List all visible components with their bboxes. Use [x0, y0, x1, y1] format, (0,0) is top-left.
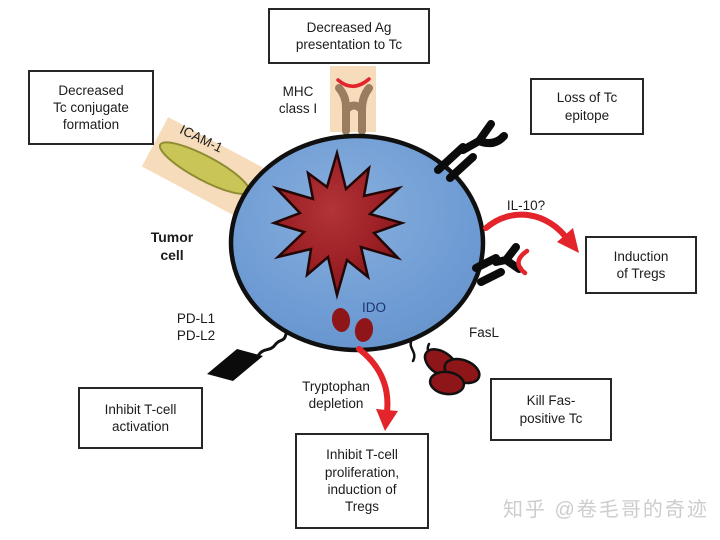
label-ido: IDO — [362, 300, 387, 315]
mhc-band — [330, 66, 376, 132]
receptor-lower-icon — [472, 243, 523, 286]
label-fasl: FasL — [468, 325, 499, 340]
box-decreased-tc-conjugate: Decreased Tc conjugate formation — [28, 70, 154, 145]
box-loss-of-tc-epitope: Loss of Tc epitope — [530, 78, 644, 135]
fasl-molecule-icon — [423, 348, 481, 396]
label-tryptophan-depletion: Tryptophan depletion — [302, 379, 370, 411]
box-decreased-ag-presentation: Decreased Ag presentation to Tc — [268, 8, 430, 64]
pd-ligand-tether — [256, 332, 288, 358]
zhihu-watermark: 知乎 @卷毛哥的奇迹 — [503, 499, 709, 521]
label-pd-ligands: PD-L1 PD-L2 — [176, 311, 216, 343]
label-tumor-cell: Tumor cell — [150, 229, 194, 263]
pd-ligand-diamond-icon — [207, 349, 263, 381]
label-il10: IL-10? — [506, 198, 546, 213]
box-induction-of-tregs: Induction of Tregs — [585, 236, 697, 294]
tryptophan-arrow — [356, 346, 398, 431]
mhc-class-i-molecule-icon — [335, 84, 373, 135]
mhc-peptide-icon — [336, 77, 371, 88]
ido-molecules-icon — [331, 308, 374, 342]
epitope-red-curve-icon — [516, 248, 530, 276]
nucleus-starburst — [270, 148, 407, 300]
box-inhibit-tcell-activation: Inhibit T-cell activation — [78, 387, 203, 449]
il10-arrow — [483, 211, 579, 253]
box-kill-fas-positive-tc: Kill Fas- positive Tc — [490, 378, 612, 441]
box-inhibit-tcell-proliferation: Inhibit T-cell proliferation, induction … — [295, 433, 429, 529]
receptor-upper-icon — [434, 120, 508, 182]
label-mhc-class-i: MHC class I — [278, 84, 318, 116]
